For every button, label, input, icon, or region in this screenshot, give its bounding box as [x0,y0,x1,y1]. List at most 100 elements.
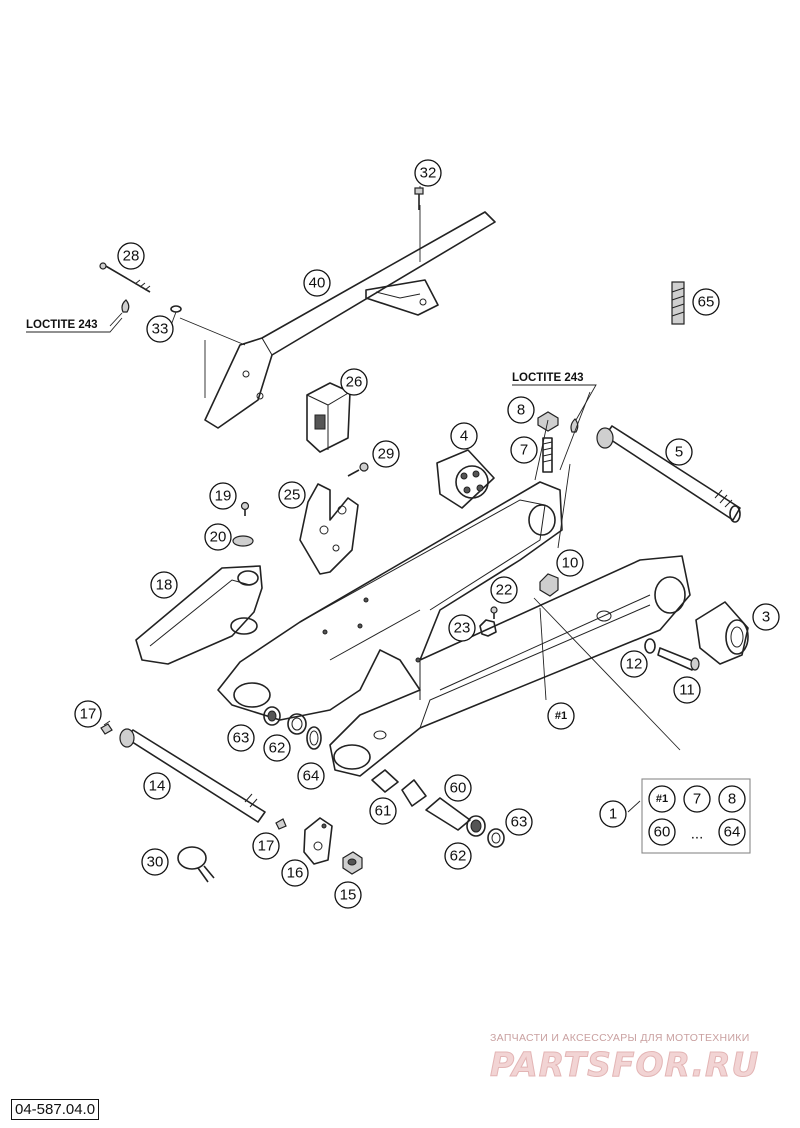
callout-64: 64 [297,762,325,790]
callout-15: 15 [334,881,362,909]
callout-33: 33 [146,315,174,343]
part-10-drawing [539,573,559,597]
document-code: 04-587.04.0 [11,1099,100,1120]
callout-28: 28 [117,242,145,270]
svg-text:7: 7 [520,442,528,459]
svg-text:63: 63 [233,730,250,747]
svg-text:25: 25 [284,487,301,504]
svg-text:23: 23 [454,620,471,637]
kit-item-8: 8 [718,785,746,813]
callout-62-left: 62 [263,734,291,762]
callout-18: 18 [150,571,178,599]
watermark-tagline: ЗАПЧАСТИ И АКСЕССУАРЫ ДЛЯ МОТОТЕХНИКИ [490,1032,750,1044]
svg-text:LOCTITE 243: LOCTITE 243 [26,319,98,331]
svg-text:33: 33 [152,321,169,338]
svg-text:8: 8 [728,791,736,808]
clip-30-drawing [177,846,215,883]
svg-text:22: 22 [496,582,513,599]
callout-19: 19 [209,482,237,510]
screw-29-drawing [347,462,369,477]
screw-32-drawing [414,187,424,210]
callout-23: 23 [448,614,476,642]
watermark-logo: PARTSFOR.RU [490,1045,760,1085]
svg-text:1: 1 [609,806,617,823]
svg-text:64: 64 [724,824,741,841]
svg-text:62: 62 [269,740,286,757]
callout-20: 20 [204,523,232,551]
kit-item-7: 7 [683,785,711,813]
svg-text:60: 60 [450,780,467,797]
part-22-drawing [490,606,498,619]
svg-text:18: 18 [156,577,173,594]
axle-14-drawing [119,728,266,823]
svg-text:LOCTITE 243: LOCTITE 243 [512,372,584,384]
callout-65: 65 [692,288,720,316]
svg-text:7: 7 [693,791,701,808]
svg-text:26: 26 [346,374,363,391]
callout-26: 26 [340,368,368,396]
svg-text:14: 14 [149,778,166,795]
svg-text:17: 17 [80,706,97,723]
svg-text:3: 3 [762,609,770,626]
bushings-lower-drawing [371,769,505,848]
svg-text:17: 17 [258,838,275,855]
callout-8: 8 [507,396,535,424]
bracket-25-drawing [299,483,359,575]
nut-15-drawing [342,851,363,875]
callout-16: 16 [281,859,309,887]
chain-guard-drawing [179,205,496,429]
part-7-stud-drawing [542,437,553,473]
loctite-label-left: LOCTITE 243 [26,317,123,333]
loctite-label-right: LOCTITE 243 [512,372,597,421]
svg-text:28: 28 [123,248,140,265]
svg-text:61: 61 [375,803,392,820]
svg-text:8: 8 [517,402,525,419]
svg-text:4: 4 [460,428,468,445]
callout-60: 60 [444,774,472,802]
svg-text:20: 20 [210,529,227,546]
part-3-bearing-drawing [695,601,749,665]
callout-frame-1: #1 [547,702,575,730]
bolt-11-drawing [657,647,700,671]
callout-5: 5 [665,438,693,466]
callout-1: 1 [599,800,627,828]
svg-text:63: 63 [511,814,528,831]
part-4-drawing [436,449,495,509]
callout-40: 40 [303,269,331,297]
callout-7: 7 [510,436,538,464]
svg-text:#1: #1 [555,710,567,722]
washer-33-drawing [170,305,182,313]
callouts: 32 28 40 33 65 26 8 4 7 5 29 19 25 20 10… [74,159,780,909]
svg-text:16: 16 [287,865,304,882]
axle-5-drawing [596,425,741,523]
callout-4: 4 [450,422,478,450]
svg-text:64: 64 [303,768,320,785]
callout-3: 3 [752,603,780,631]
svg-text:32: 32 [420,165,437,182]
callout-61: 61 [369,797,397,825]
svg-text:60: 60 [654,824,671,841]
kit-item-frame: #1 [648,785,676,813]
svg-text:11: 11 [679,682,695,699]
washer-12-drawing [644,638,656,654]
callout-25: 25 [278,481,306,509]
part-17-upper-drawing [100,723,113,735]
kit-ellipsis: ... [691,826,704,843]
callout-10: 10 [556,549,584,577]
chain-slider-18-drawing [135,565,263,665]
part-65-drawing [671,281,685,325]
callout-32: 32 [414,159,442,187]
bolt-28-drawing [99,262,151,293]
svg-text:15: 15 [340,887,357,904]
callout-29: 29 [372,440,400,468]
kit-item-64: 64 [718,818,746,846]
loctite-drop-left [121,299,130,313]
svg-text:40: 40 [309,275,326,292]
part-17-lower-drawing [275,818,287,830]
screw-19-drawing [240,501,250,516]
callout-14: 14 [143,772,171,800]
leader-lines [103,186,681,813]
svg-text:29: 29 [378,446,395,463]
callout-30: 30 [141,848,169,876]
